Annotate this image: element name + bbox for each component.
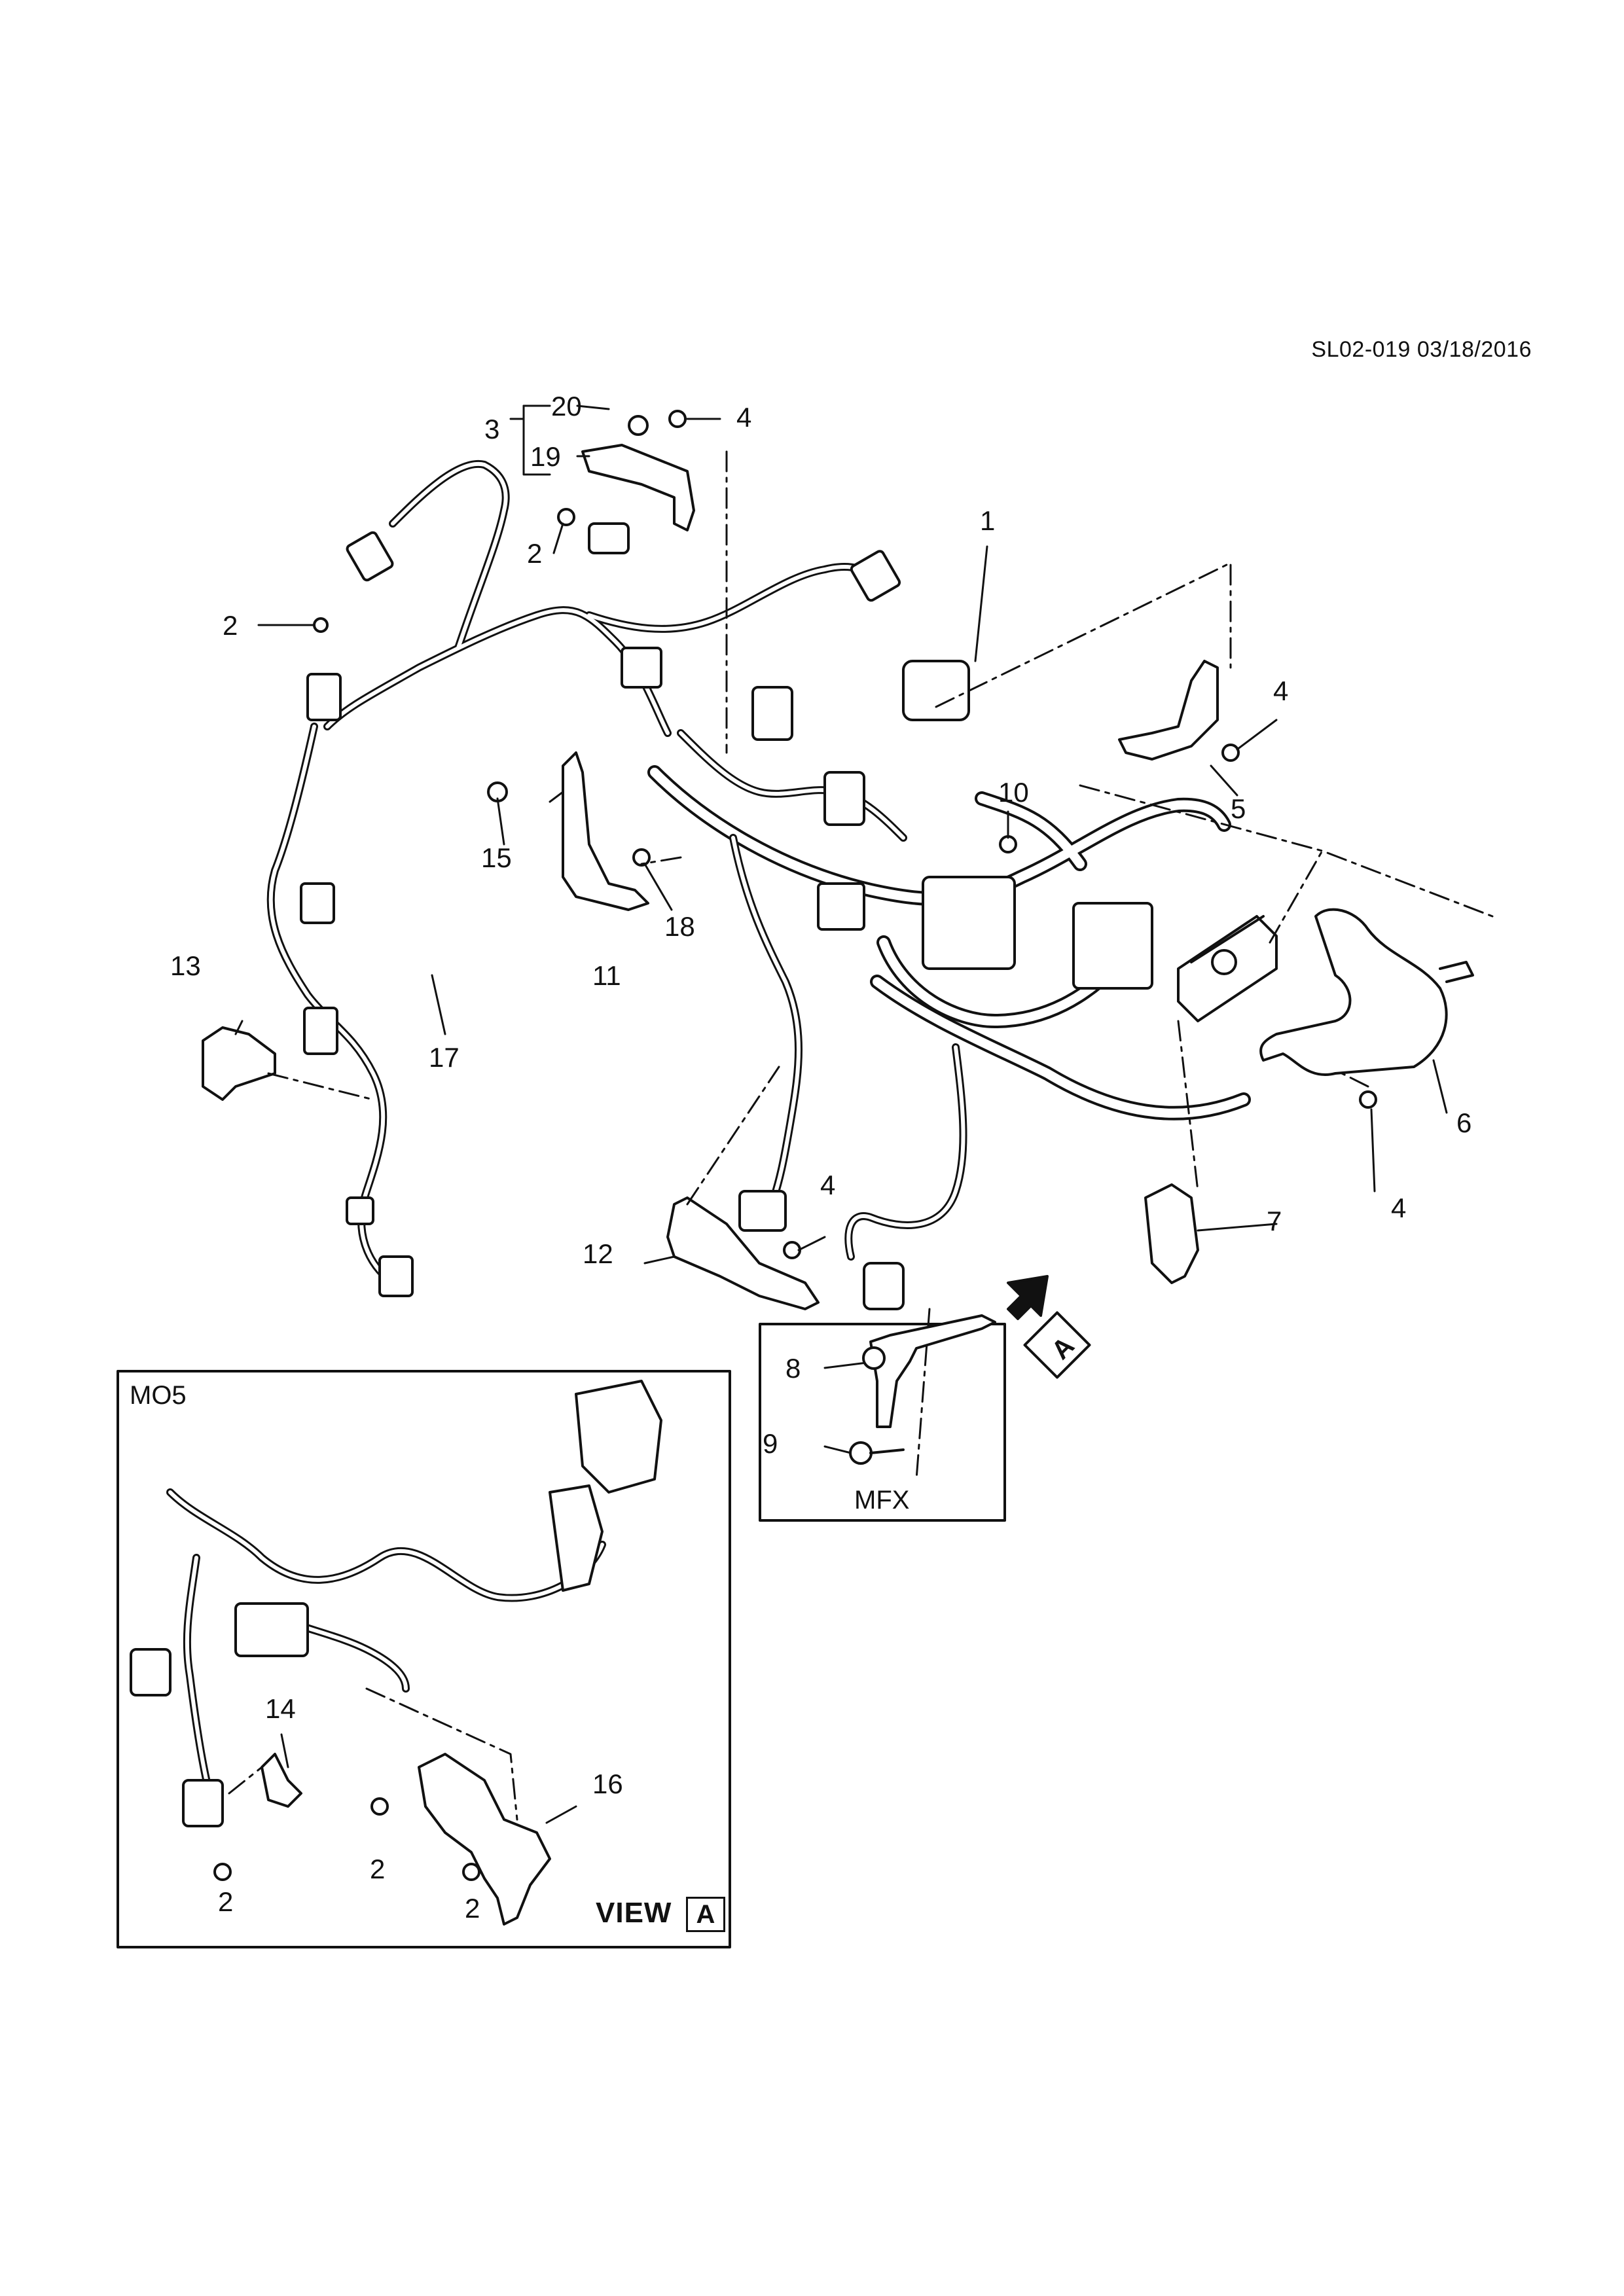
- view-label-letter: A: [686, 1897, 725, 1932]
- mfx-screw: [849, 1441, 905, 1465]
- bracket-7: [1144, 1183, 1199, 1284]
- callout-4-lower-right: 4: [1391, 1193, 1407, 1223]
- callout-9: 9: [763, 1428, 778, 1459]
- fasteners: [313, 410, 1377, 1259]
- callout-4-right: 4: [1273, 675, 1289, 706]
- diagram-reference-code: SL02-019 03/18/2016: [1311, 337, 1532, 362]
- relay-block: [1177, 915, 1278, 1022]
- callout-13: 13: [170, 950, 201, 981]
- mo5-inset-frame: [117, 1370, 731, 1948]
- bracket-5: [1118, 660, 1219, 761]
- callout-7: 7: [1267, 1206, 1282, 1236]
- harness-connectors: [300, 522, 1153, 1310]
- mo5-components: [130, 1380, 662, 1926]
- callout-2: 2: [223, 610, 238, 641]
- callout-18: 18: [664, 911, 695, 942]
- bracket-19: [581, 444, 695, 531]
- callout-17: 17: [429, 1042, 460, 1073]
- callout-6: 6: [1456, 1107, 1472, 1138]
- mfx-inset-frame: [759, 1323, 1006, 1522]
- bracket-11: [562, 751, 649, 911]
- callout-4-top: 4: [736, 402, 752, 433]
- callout-15: 15: [481, 842, 512, 873]
- callout-14: 14: [265, 1693, 296, 1724]
- main-harness-trunk-inner: [650, 768, 1248, 1118]
- mo5-dashed-lines: [228, 1687, 518, 1821]
- view-label-text: VIEW: [596, 1897, 672, 1929]
- mfx-clip-bracket: [862, 1314, 996, 1428]
- view-a-arrow: [1007, 1275, 1049, 1320]
- callout-1: 1: [980, 505, 996, 536]
- callout-2-mo5-center: 2: [370, 1854, 386, 1884]
- callout-3: 3: [484, 414, 500, 444]
- bracket-6: [1259, 908, 1474, 1076]
- lower-center-harness-branch-inner: [679, 731, 965, 1259]
- callout-11: 11: [592, 960, 621, 991]
- callout-8: 8: [785, 1353, 801, 1384]
- callout-10: 10: [998, 777, 1029, 808]
- callout-16: 16: [592, 1768, 623, 1799]
- callout-12: 12: [583, 1238, 613, 1269]
- callout-2-upper: 2: [527, 538, 543, 569]
- mo5-leader-lines: [280, 1733, 577, 1824]
- mfx-inset-label: MFX: [854, 1486, 910, 1515]
- callout-19: 19: [530, 441, 561, 472]
- mo5-inset-label: MO5: [130, 1381, 187, 1410]
- bracket-12: [666, 1196, 820, 1310]
- callout-4-lower: 4: [820, 1170, 836, 1200]
- callout-2-mo5-left: 2: [218, 1886, 234, 1917]
- bracket-13: [202, 1026, 276, 1101]
- callout-20: 20: [551, 391, 582, 422]
- callout-2-mo5-right: 2: [465, 1893, 480, 1924]
- callout-5: 5: [1231, 793, 1246, 824]
- view-a-arrow-box: [1023, 1311, 1091, 1379]
